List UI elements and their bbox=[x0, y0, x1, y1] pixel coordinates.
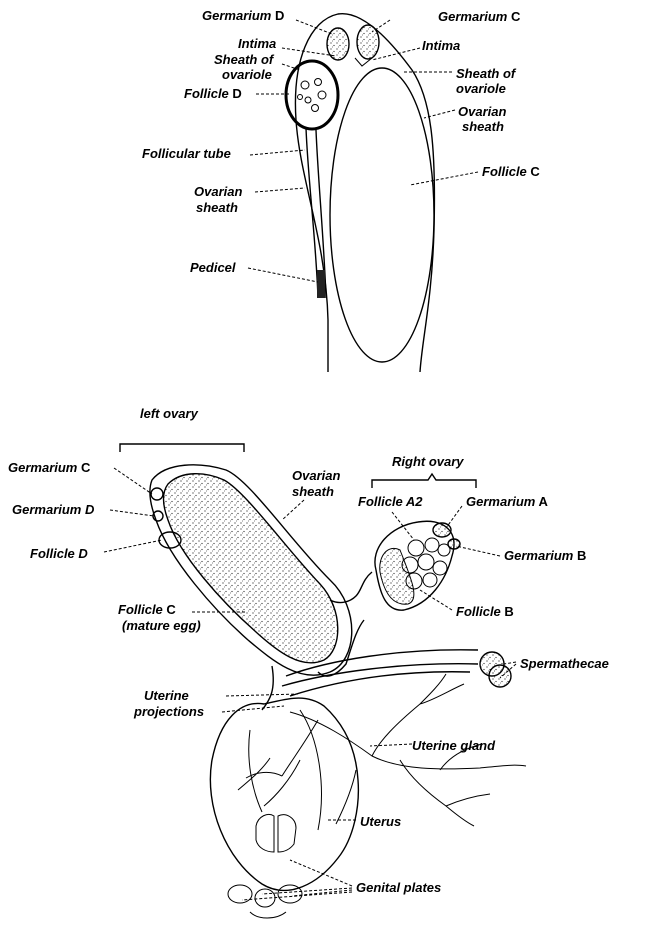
label-follicle-c-bottom: Follicle C bbox=[118, 602, 176, 617]
label-germarium-b: Germarium B bbox=[504, 548, 586, 563]
label-germarium-d-top: Germarium D bbox=[202, 8, 284, 23]
genital-plate-upper-right bbox=[278, 815, 296, 852]
label-sheath-of-ovariole-right-1: Sheath of bbox=[456, 66, 517, 81]
genital-plate-upper-left bbox=[256, 814, 274, 852]
label-uterine-projections-1: Uterine bbox=[144, 688, 189, 703]
germarium-d-shape bbox=[327, 28, 349, 60]
left-ovary-bracket bbox=[120, 444, 244, 452]
label-follicle-c-top: Follicle C bbox=[482, 164, 540, 179]
follicle-c-shape bbox=[330, 68, 434, 362]
label-follicle-a2: Follicle A2 bbox=[358, 494, 423, 509]
label-follicle-d-top: Follicle D bbox=[184, 86, 242, 101]
label-follicle-d-bottom: Follicle D bbox=[30, 546, 88, 561]
right-ovary-bracket bbox=[372, 474, 476, 488]
ovariole-drawing bbox=[286, 14, 434, 372]
pedicel-shape bbox=[317, 270, 325, 298]
follicle-d-shape bbox=[286, 61, 338, 129]
label-uterus: Uterus bbox=[360, 814, 401, 829]
label-right-ovary: Right ovary bbox=[392, 454, 464, 469]
uterus-outline bbox=[210, 698, 358, 890]
label-uterine-projections-2: projections bbox=[133, 704, 204, 719]
genital-plate-lower-right bbox=[278, 885, 302, 903]
label-sheath-of-ovariole-left-2: ovariole bbox=[222, 67, 272, 82]
label-sheath-of-ovariole-left-1: Sheath of bbox=[214, 52, 275, 67]
label-mature-egg: (mature egg) bbox=[122, 618, 201, 633]
follicular-tube bbox=[306, 128, 318, 298]
label-intima-left: Intima bbox=[238, 36, 276, 51]
ovaries-drawing bbox=[120, 444, 526, 918]
label-genital-plates: Genital plates bbox=[356, 880, 441, 895]
label-germarium-c-bottom: Germarium C bbox=[8, 460, 91, 475]
label-germarium-a: Germarium A bbox=[466, 494, 549, 509]
label-ovarian-sheath-right-2: sheath bbox=[462, 119, 504, 134]
label-ovarian-sheath-left-1: Ovarian bbox=[194, 184, 242, 199]
label-ovarian-sheath-bottom-2: sheath bbox=[292, 484, 334, 499]
label-ovarian-sheath-left-2: sheath bbox=[196, 200, 238, 215]
label-pedicel: Pedicel bbox=[190, 260, 236, 275]
label-germarium-d-bottom: Germarium D bbox=[12, 502, 95, 517]
label-spermathecae: Spermathecae bbox=[520, 656, 609, 671]
ovarian-sheath-outline bbox=[295, 14, 434, 372]
label-left-ovary: left ovary bbox=[140, 406, 199, 421]
label-intima-right: Intima bbox=[422, 38, 460, 53]
label-uterine-gland: Uterine gland bbox=[412, 738, 496, 753]
label-germarium-c-top: Germarium C bbox=[438, 9, 521, 24]
label-sheath-of-ovariole-right-2: ovariole bbox=[456, 81, 506, 96]
spermatheca-lower bbox=[489, 665, 511, 687]
follicle-c-mature-egg bbox=[164, 474, 338, 663]
label-ovarian-sheath-bottom-1: Ovarian bbox=[292, 468, 340, 483]
label-ovarian-sheath-right-1: Ovarian bbox=[458, 104, 506, 119]
label-follicular-tube: Follicular tube bbox=[142, 146, 231, 161]
top-leader-lines bbox=[248, 20, 478, 282]
genital-plate-lower-left bbox=[228, 885, 252, 903]
label-follicle-b: Follicle B bbox=[456, 604, 514, 619]
